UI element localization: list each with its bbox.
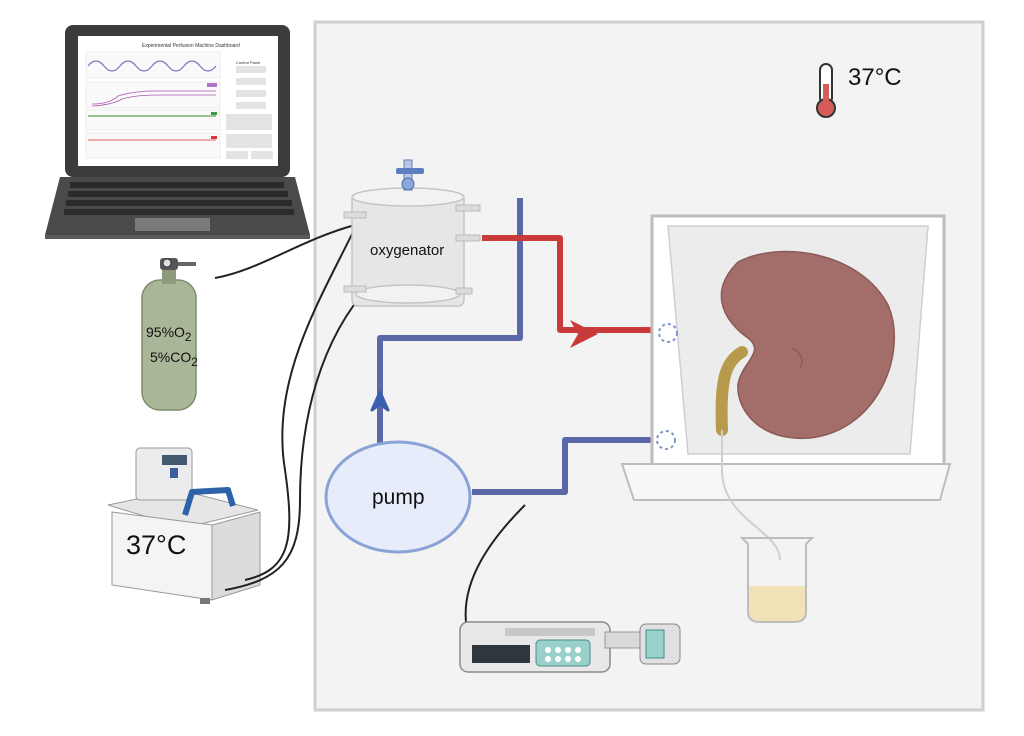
thermometer-icon [816, 63, 836, 118]
flow-arrow-icon [570, 320, 598, 348]
gas-cylinder [141, 258, 197, 411]
room-temperature-label: 37°C [848, 64, 902, 91]
urine-beaker [739, 537, 815, 623]
water-bath-temperature-label: 37°C [126, 530, 187, 560]
dashboard-title: Experimental Perfusion Machine Dashboard [142, 43, 240, 49]
oxygenator-label: oxygenator [370, 242, 445, 259]
gas-mix-oxygen-label: 95%O2 [146, 324, 192, 344]
dashboard-control-panel-title: Control Panel [236, 60, 261, 65]
gas-mix-co2-label: 5%CO2 [150, 349, 198, 369]
flow-arrow-icon [370, 390, 390, 412]
syringe-pump [459, 621, 681, 673]
laptop [45, 25, 310, 239]
kidney [720, 250, 896, 439]
pump-housing [324, 440, 472, 554]
pump-label: pump [372, 486, 425, 509]
drain-tube [721, 430, 781, 561]
ureter [715, 346, 748, 436]
cables [214, 224, 526, 623]
water-bath [107, 447, 261, 604]
oxygenator [343, 159, 481, 307]
